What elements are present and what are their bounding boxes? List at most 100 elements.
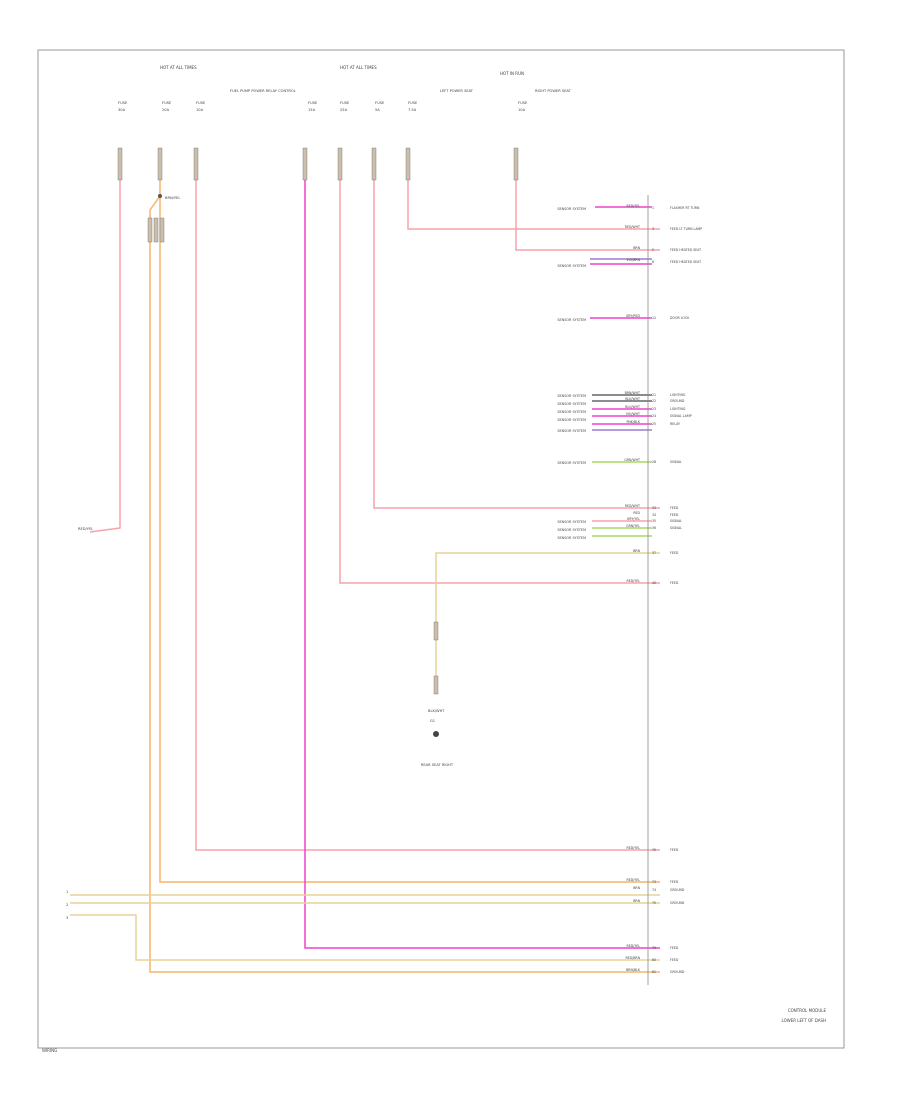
inline-connector (433, 675, 439, 695)
fuse-description: LEFT POWER SEAT (440, 89, 474, 93)
fuse-body (302, 147, 308, 181)
fuse-amps: 15A (308, 108, 316, 112)
connector-description: FEED (670, 946, 679, 950)
wire-code: BLU/WHT (625, 405, 640, 409)
wire-code: RED/WHT (625, 225, 640, 229)
wire (149, 160, 660, 973)
fuse-body (193, 147, 199, 181)
pin-number: 74 (652, 888, 656, 892)
diagram-frame (37, 49, 845, 1049)
pin-number: 1 (652, 206, 654, 210)
connector-description: GROUND (670, 399, 685, 403)
ground-description: REAR SEAT RIGHT (421, 763, 454, 767)
module-location: LOWER LEFT OF DASH (782, 1018, 826, 1023)
fuse-descriptions: FUEL PUMP POWER RELAY CONTROL LEFT POWER… (230, 89, 572, 93)
connector-description: SIGNAL LAMP (670, 414, 692, 418)
fuse-block-headers: HOT AT ALL TIMES HOT AT ALL TIMES HOT IN… (160, 65, 524, 76)
pin-number: 25 (652, 422, 656, 426)
pin-number: 6 (652, 260, 654, 264)
fuse-body (371, 147, 377, 181)
wire-code: RED (633, 511, 640, 515)
source-label: SENSOR SYSTEM (557, 394, 586, 398)
wire (373, 160, 660, 509)
fuse-name: FUSE (162, 101, 172, 105)
wire-code: RED/YEL (627, 878, 641, 882)
fuse-name: FUSE (118, 101, 128, 105)
pin-number: 23 (652, 407, 656, 411)
footer-label: WIRING (42, 1048, 57, 1053)
wire-code: GRY/RED (626, 314, 641, 318)
inline-connector (159, 217, 165, 243)
connector-description: FEED (670, 880, 679, 884)
source-label: SENSOR SYSTEM (557, 461, 586, 465)
pin-number: 81 (652, 970, 656, 974)
pin-number: 33 (652, 506, 656, 510)
pin-number: 35 (652, 519, 656, 523)
source-label: SENSOR SYSTEM (557, 402, 586, 406)
pin-number: 2 (66, 903, 68, 907)
fuse-description: FUEL PUMP POWER RELAY CONTROL (230, 89, 296, 93)
connector-description: FEED (670, 581, 679, 585)
fuse-amps: 10A (518, 108, 526, 112)
inline-connector (433, 621, 439, 641)
wire (339, 160, 660, 584)
wire-code: RED/YEL (627, 944, 641, 948)
pin-number: 80 (652, 958, 656, 962)
fuse-amps: 25A (340, 108, 348, 112)
fuse-name: FUSE (518, 101, 528, 105)
fuse-description: RIGHT POWER SEAT (535, 89, 572, 93)
ground-id: G1 (430, 719, 435, 723)
wire-code: RED/YEL (627, 204, 641, 208)
wire-code: BRN (633, 886, 640, 890)
connector-description: SIGNAL (670, 460, 682, 464)
source-label: SENSOR SYSTEM (557, 520, 586, 524)
pin-number: 79 (652, 946, 656, 950)
wire (515, 160, 660, 251)
pin-number: 34 (652, 513, 656, 517)
wire-code: RED/WHT (625, 504, 640, 508)
pin-number: 73 (652, 880, 656, 884)
connector-description: GROUND (670, 888, 685, 892)
wire (304, 160, 660, 949)
connector-description: FEED (670, 513, 679, 517)
fuse-name: FUSE (375, 101, 385, 105)
fuse-body (513, 147, 519, 181)
connector-description: GROUND (670, 970, 685, 974)
fuse-block-label: HOT AT ALL TIMES (160, 65, 197, 70)
wire-code: BRN/WHT (625, 391, 640, 395)
wire (70, 914, 660, 961)
fuse-name: FUSE (196, 101, 206, 105)
connector-description: LIGHTING (670, 393, 686, 397)
wire-layer (70, 160, 660, 973)
source-label: SENSOR SYSTEM (557, 429, 586, 433)
fuse-body (337, 147, 343, 181)
wire-code: BRN (633, 246, 640, 250)
source-label: SENSOR SYSTEM (557, 207, 586, 211)
pin-number: 12 (652, 316, 656, 320)
misc-labels: RED/YEL BRN/YEL 1 2 3 BLK/WHT G1 REAR SE… (42, 196, 826, 1053)
wire (435, 552, 660, 690)
connector-labels: SENSOR SYSTEM SENSOR SYSTEM SENSOR SYSTEM S… (557, 204, 702, 974)
inline-connector (147, 217, 153, 243)
wire-code: BRN (633, 899, 640, 903)
wire (195, 160, 660, 851)
connector-description: FEED LT TURN LAMP (670, 227, 702, 231)
connector-description: FEED (670, 958, 679, 962)
fuse-amps: 5A (375, 108, 380, 112)
wire-code: BRN/YEL (165, 196, 180, 200)
source-label: SENSOR SYSTEM (557, 318, 586, 322)
inline-connector (153, 217, 159, 243)
connector-description: SIGNAL (670, 526, 682, 530)
wire-code: PNK/BLK (626, 420, 640, 424)
wire-code: RED/YEL (627, 579, 641, 583)
fuse-amps: 30A (118, 108, 126, 112)
wire-code: VIO/WHT (626, 412, 640, 416)
mark-layer (117, 147, 519, 737)
splice-dot (158, 194, 162, 198)
pin-number: 1 (66, 890, 68, 894)
fuse-block-label: HOT IN RUN (500, 71, 524, 76)
connector-description: LIGHTING (670, 407, 686, 411)
source-label: SENSOR SYSTEM (557, 264, 586, 268)
fuse-amps: 20A (162, 108, 170, 112)
pin-number: 21 (652, 393, 656, 397)
